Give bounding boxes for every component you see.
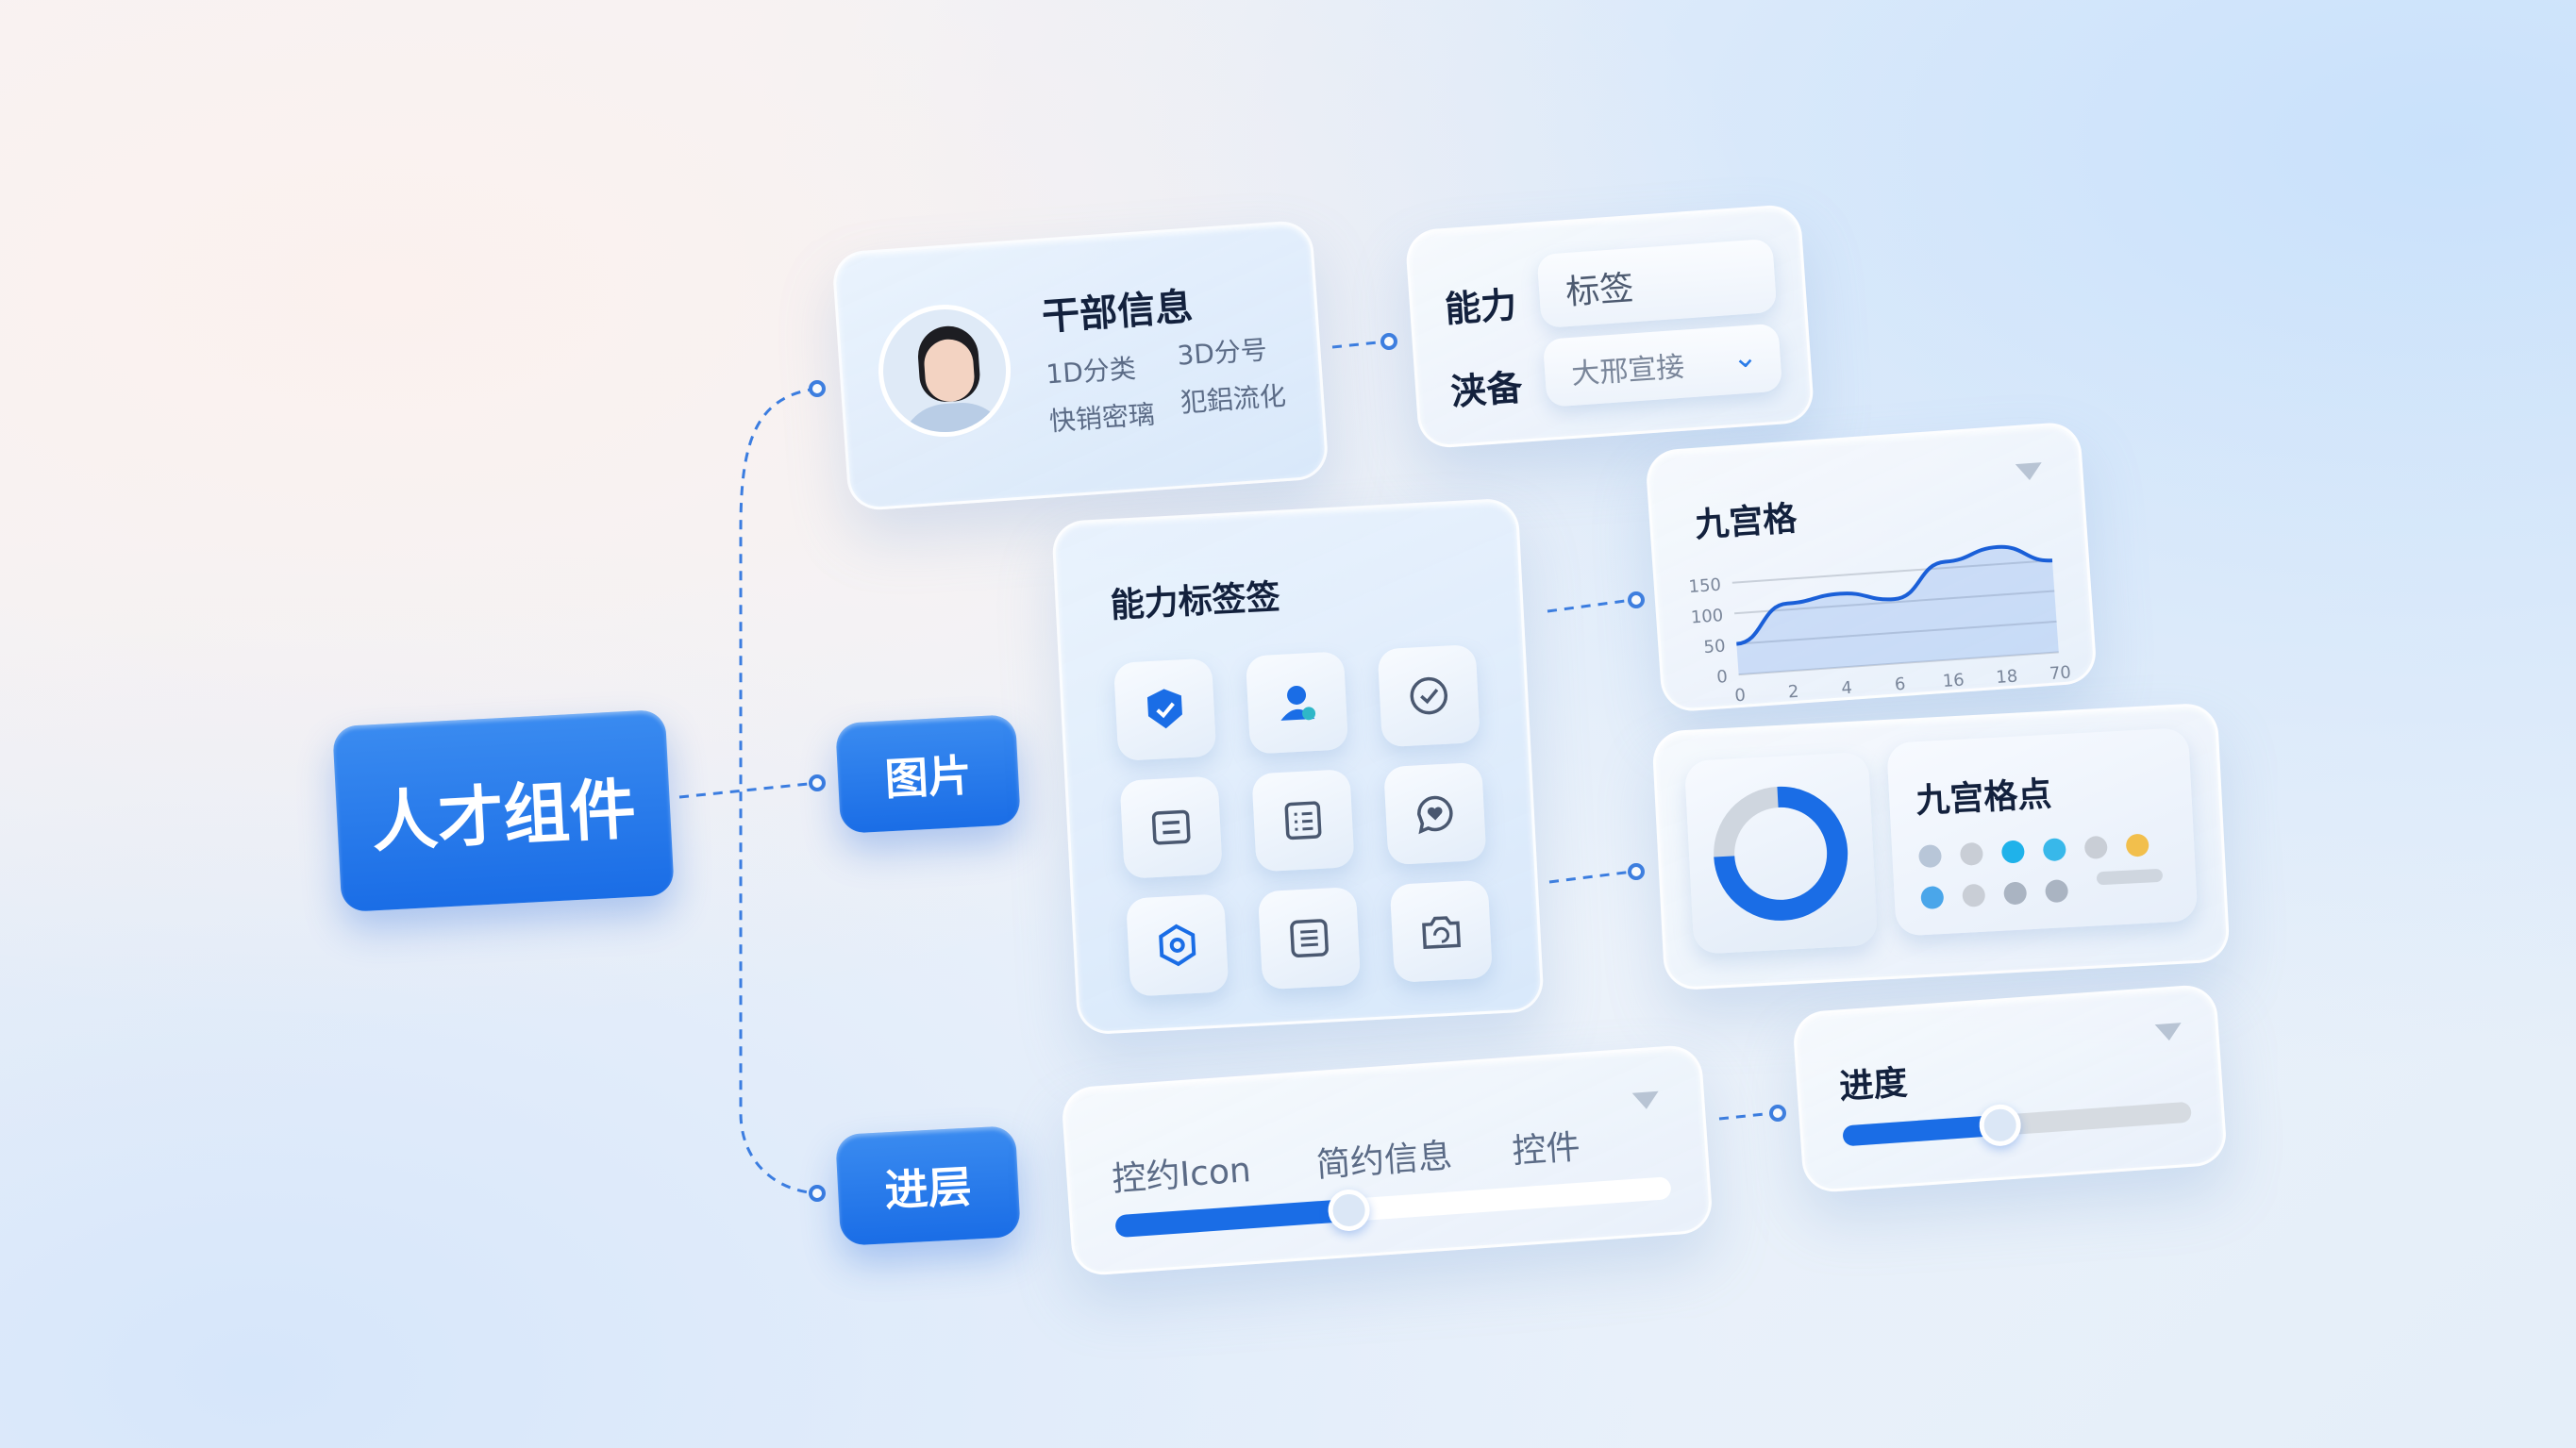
dropdown-triangle-icon[interactable] bbox=[1631, 1090, 1660, 1110]
ability-tag-tile[interactable] bbox=[1257, 886, 1362, 990]
profile-field: 3D分号 bbox=[1176, 334, 1268, 372]
gridline bbox=[1736, 620, 2057, 645]
dots-title: 九宫格点 bbox=[1915, 774, 2053, 822]
progress-card: 进度 bbox=[1791, 983, 2229, 1194]
progress-slider[interactable] bbox=[1842, 1101, 2192, 1148]
x-tick-label: 70 bbox=[2049, 663, 2071, 685]
tab-controls[interactable]: 控件 bbox=[1511, 1127, 1581, 1172]
y-tick-label: 150 bbox=[1688, 575, 1722, 597]
root-button-talent-components[interactable]: 人才组件 bbox=[332, 708, 675, 913]
refresh-camera-icon bbox=[1422, 916, 1462, 950]
dropdown-triangle-icon[interactable] bbox=[2154, 1023, 2183, 1042]
slider-fill bbox=[1114, 1198, 1350, 1239]
prepare-select-value: 大邢宣接 bbox=[1570, 350, 1686, 391]
user-add-icon bbox=[1280, 685, 1316, 721]
dropdown-triangle-icon[interactable] bbox=[2015, 462, 2043, 482]
grid-dots-card: 九宫格点 bbox=[1651, 702, 2231, 991]
check-circle-icon bbox=[1410, 676, 1448, 715]
x-tick-label: 6 bbox=[1894, 674, 1906, 695]
gridline bbox=[1734, 590, 2055, 615]
branch-label: 图片 bbox=[883, 749, 974, 805]
list-icon bbox=[1284, 801, 1322, 841]
chart-area bbox=[1736, 546, 2059, 675]
status-dot bbox=[2003, 881, 2028, 906]
progress-handle[interactable] bbox=[1977, 1103, 2022, 1148]
hexagon-settings-icon bbox=[1159, 924, 1196, 967]
status-dot bbox=[2000, 840, 2026, 864]
branch-button-layer[interactable]: 进层 bbox=[835, 1125, 1021, 1246]
status-dot bbox=[1917, 844, 1943, 869]
x-tick-label: 2 bbox=[1787, 682, 1799, 703]
ability-label: 能力 bbox=[1443, 283, 1518, 331]
progress-title: 进度 bbox=[1838, 1063, 1909, 1107]
document-lines-icon bbox=[1290, 919, 1329, 957]
y-tick-label: 0 bbox=[1716, 667, 1729, 688]
status-dot bbox=[2042, 838, 2066, 862]
avatar bbox=[874, 300, 1015, 441]
tab-brief-info[interactable]: 简约信息 bbox=[1314, 1137, 1454, 1186]
tag-input[interactable]: 标签 bbox=[1536, 238, 1778, 329]
ability-tags-card: 能力标签签 bbox=[1051, 497, 1545, 1036]
y-tick-label: 50 bbox=[1703, 637, 1726, 658]
donut-tile bbox=[1683, 751, 1879, 955]
ability-tag-tile[interactable] bbox=[1377, 643, 1480, 748]
status-dot bbox=[1920, 885, 1945, 910]
tab-icon[interactable]: 控约Icon bbox=[1111, 1151, 1253, 1200]
status-dot bbox=[2045, 879, 2069, 904]
x-tick-label: 18 bbox=[1996, 666, 2018, 688]
document-icon bbox=[1151, 809, 1191, 845]
root-label: 人才组件 bbox=[369, 770, 638, 862]
gridline bbox=[1738, 651, 2059, 676]
progress-fill bbox=[1842, 1114, 2000, 1147]
status-dot bbox=[1962, 883, 1986, 907]
ability-tag-tile[interactable] bbox=[1126, 893, 1229, 997]
donut-chart bbox=[1714, 786, 1848, 921]
prepare-select[interactable]: 大邢宣接 ⌄ bbox=[1542, 323, 1783, 408]
x-tick-label: 16 bbox=[1942, 670, 1965, 691]
branch-label: 进层 bbox=[883, 1160, 974, 1217]
slider-handle[interactable] bbox=[1326, 1188, 1371, 1233]
ability-tag-tile[interactable] bbox=[1119, 775, 1223, 879]
ability-tag-tile[interactable] bbox=[1389, 879, 1494, 983]
heart-chat-icon bbox=[1417, 795, 1453, 835]
status-dot bbox=[2125, 833, 2149, 857]
dots-bar bbox=[2096, 868, 2164, 886]
chevron-down-icon: ⌄ bbox=[1731, 338, 1759, 375]
ability-tag-tile[interactable] bbox=[1383, 761, 1487, 866]
status-dot bbox=[2083, 835, 2108, 860]
chart-line bbox=[1736, 544, 2053, 646]
ability-tag-tile[interactable] bbox=[1245, 651, 1349, 755]
dots-tile: 九宫格点 bbox=[1886, 727, 2199, 937]
profile-field: 快销密璃 bbox=[1047, 398, 1156, 438]
ability-form-card: 能力 标签 浃备 大邢宣接 ⌄ bbox=[1404, 203, 1815, 450]
profile-card[interactable]: 干部信息 1D分类 3D分号 快销密璃 犯鋁流化 bbox=[831, 219, 1330, 512]
x-tick-label: 0 bbox=[1734, 686, 1747, 707]
x-tick-label: 4 bbox=[1841, 678, 1853, 699]
profile-field: 1D分类 bbox=[1045, 352, 1137, 391]
branch-button-image[interactable]: 图片 bbox=[835, 714, 1021, 834]
shield-check-icon bbox=[1146, 689, 1182, 729]
tag-input-value: 标签 bbox=[1564, 269, 1635, 313]
ability-tag-tile[interactable] bbox=[1113, 657, 1217, 761]
prepare-label: 浃备 bbox=[1448, 366, 1524, 413]
y-tick-label: 100 bbox=[1690, 606, 1724, 627]
ability-tag-tile[interactable] bbox=[1251, 769, 1355, 873]
ability-tags-title: 能力标签签 bbox=[1109, 577, 1281, 626]
status-dot bbox=[1959, 841, 1984, 866]
gridline bbox=[1731, 559, 2053, 584]
profile-title: 干部信息 bbox=[1040, 285, 1195, 340]
profile-field: 犯鋁流化 bbox=[1179, 379, 1287, 419]
line-chart: 0 50 100 150 0 2 4 6 16 18 70 bbox=[1688, 544, 2072, 707]
